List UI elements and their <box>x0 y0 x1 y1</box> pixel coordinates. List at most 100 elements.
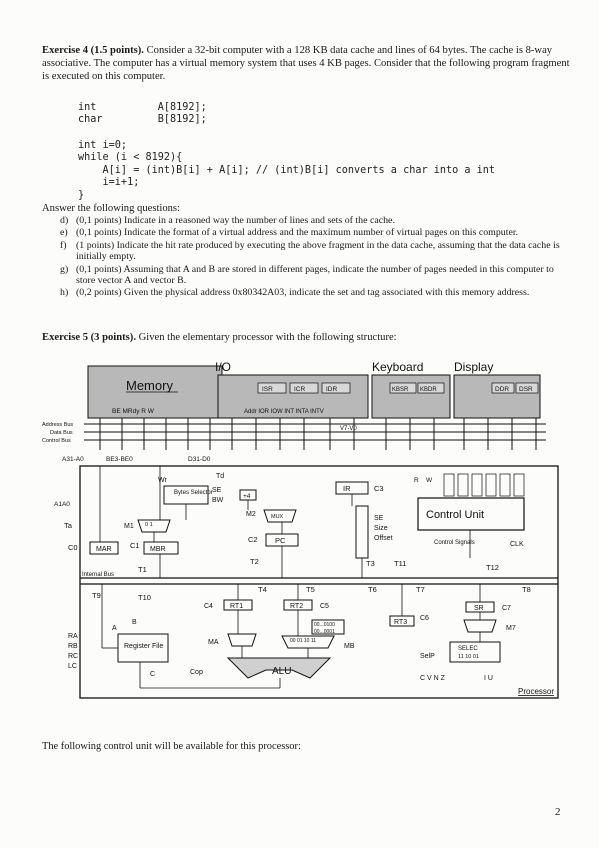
decl2-type: char <box>78 114 103 126</box>
svg-text:Size: Size <box>374 525 388 532</box>
t10-label: T10 <box>138 593 151 602</box>
svg-text:B: B <box>132 619 137 626</box>
footer-text: The following control unit will be avail… <box>42 741 301 752</box>
ir-label: IR <box>343 484 351 493</box>
exercise-4-title: Exercise 4 (1.5 points). <box>42 45 144 56</box>
processor-outline <box>79 465 559 699</box>
svg-text:SELEC: SELEC <box>458 646 478 652</box>
svg-text:BW: BW <box>212 497 224 504</box>
svg-text:LC: LC <box>68 663 77 670</box>
alu-label: ALU <box>272 666 291 677</box>
t1-label: T1 <box>138 565 147 574</box>
display-label: Display <box>454 360 493 374</box>
mar-label: MAR <box>96 546 112 553</box>
c5-label: C5 <box>320 603 329 610</box>
svg-text:M1: M1 <box>124 523 134 530</box>
control-signals-label: Control Signals <box>434 540 475 546</box>
selp-label: SelP <box>420 653 435 660</box>
exercise-4-intro: Consider a 32-bit computer with a 128 KB… <box>42 45 570 82</box>
c3-label: C3 <box>374 484 384 493</box>
c7-label: C7 <box>502 605 511 612</box>
svg-text:SE: SE <box>212 487 222 494</box>
svg-text:RC: RC <box>68 653 78 660</box>
flags-label: C V N Z <box>420 675 446 682</box>
answer-intro: Answer the following questions: <box>42 203 180 214</box>
selec-mux-box <box>449 641 501 663</box>
memory-block: Memory BE MRdy R W <box>87 365 223 419</box>
code-loop: int i=0; while (i < 8192){ A[i] = (int)B… <box>78 140 495 202</box>
alu-constants <box>311 619 345 635</box>
mb-label: MB <box>344 643 355 650</box>
ta-label: Ta <box>64 521 73 530</box>
io-signals: Addr IOR IOW INT INTA INTV <box>244 409 324 415</box>
svg-text:Bytes Selector: Bytes Selector <box>174 490 213 496</box>
io-reg-idr: IDR <box>326 386 338 393</box>
svg-text:RA: RA <box>68 633 78 640</box>
svg-text:R: R <box>414 477 419 484</box>
register-file-label: Register File <box>124 643 163 650</box>
rt1-label: RT1 <box>230 603 243 610</box>
keyboard-block: KBSR KBDR <box>371 374 451 419</box>
sr-label: SR <box>474 605 484 612</box>
display-block: DDR DSR <box>453 374 541 419</box>
t5-label: T5 <box>306 585 315 594</box>
svg-text:Wr: Wr <box>158 477 167 484</box>
page-number: 2 <box>555 806 561 818</box>
c0-label: C0 <box>68 543 78 552</box>
t3-label: T3 <box>366 559 375 568</box>
processor-diagram-svg: Memory BE MRdy R W I/O ISR ICR IDR Addr … <box>42 360 559 699</box>
svg-text:00...0100: 00...0100 <box>314 622 335 628</box>
control-unit-label: Control Unit <box>426 509 484 521</box>
c2-label: C2 <box>248 535 258 544</box>
exercise-4-paragraph: Exercise 4 (1.5 points). Consider a 32-b… <box>42 44 570 83</box>
selec-box <box>355 505 369 559</box>
plus4-label: +4 <box>243 493 251 500</box>
c4-label: C4 <box>204 603 213 610</box>
processor-label: Processor <box>518 687 554 696</box>
svg-text:11 10 01: 11 10 01 <box>458 654 479 660</box>
connector-wires <box>99 466 481 689</box>
internal-bus-label: Internal Bus <box>82 572 114 578</box>
mbr-label: MBR <box>150 546 166 553</box>
c1-label: C1 <box>130 541 140 550</box>
clk-label: CLK <box>510 541 524 548</box>
address-bus-label: Address Bus <box>42 422 73 428</box>
question-list: d)(0,1 points) Indicate in a reasoned wa… <box>42 215 572 300</box>
svg-text:W: W <box>426 477 433 484</box>
internal-bus: Internal Bus <box>80 572 558 585</box>
m2-mux: MUX M2 <box>246 509 297 523</box>
io-label: I/O <box>215 360 231 374</box>
t6-label: T6 <box>368 585 377 594</box>
kb-reg-kbdr: KBDR <box>420 387 437 393</box>
exercise-5-intro: Given the elementary processor with the … <box>138 332 397 343</box>
decl1-type: int <box>78 102 97 113</box>
alu-block <box>226 657 332 679</box>
memory-signals: BE MRdy R W <box>112 408 155 415</box>
kb-reg-kbsr: KBSR <box>392 387 409 393</box>
decl2-var: B[8192]; <box>157 114 207 126</box>
svg-text:00...0001: 00...0001 <box>314 629 335 635</box>
question-g: g)(0,1 points) Assuming that A and B are… <box>60 263 554 287</box>
c6-label: C6 <box>420 615 429 622</box>
svg-text:RB: RB <box>68 643 78 650</box>
disp-reg-ddr: DDR <box>495 386 509 393</box>
question-d: d)(0,1 points) Indicate in a reasoned wa… <box>60 215 395 226</box>
m1-mux: 0 1 M1 <box>124 519 171 533</box>
iu-label: I U <box>484 675 493 682</box>
mar-register <box>89 541 119 555</box>
svg-text:00 01 10 11: 00 01 10 11 <box>290 638 316 644</box>
disp-reg-dsr: DSR <box>519 386 533 393</box>
control-bus-label: Control Bus <box>42 438 71 444</box>
t7-label: T7 <box>416 585 425 594</box>
code-line-1: int i=0; <box>78 140 128 151</box>
code-line-3: A[i] = (int)B[i] + A[i]; // (int)B[i] co… <box>78 164 496 176</box>
svg-text:MUX: MUX <box>271 514 284 520</box>
code-line-4: i=i+1; <box>78 177 140 189</box>
t12-label: T12 <box>486 563 499 572</box>
t2-label: T2 <box>250 557 259 566</box>
bytes-selector: Bytes Selector SE BW Wr Td <box>158 473 224 505</box>
mb-mux <box>281 635 335 649</box>
svg-text:Td: Td <box>216 473 224 480</box>
exercise-5-paragraph: Exercise 5 (3 points). Given the element… <box>42 331 570 344</box>
m7-label: M7 <box>506 625 516 632</box>
